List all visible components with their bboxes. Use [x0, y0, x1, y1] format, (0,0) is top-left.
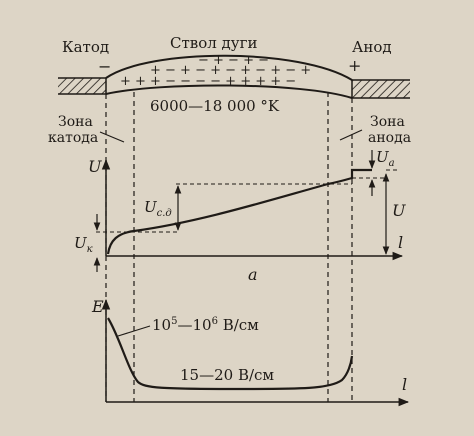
u-column-label: Uс.д — [144, 198, 172, 219]
graph-a-caption: а — [248, 265, 258, 284]
cathode-field-leader — [117, 325, 151, 337]
graph-a: U l Uк Uс.д Uа U а — [74, 148, 406, 284]
cathode-zone-label-1: Зона — [58, 114, 93, 130]
anode-sign: + — [348, 56, 361, 75]
arc-column-shape — [105, 54, 353, 99]
charges-row-1: − + − + − — [198, 53, 269, 68]
arc-column-label: Ствол дуги — [170, 34, 257, 52]
column-field-label: 15—20 В/см — [180, 366, 274, 384]
anode-zone-label-2: анода — [368, 130, 411, 146]
graph-a-y-label: U — [88, 157, 102, 176]
cathode-electrode — [58, 77, 107, 95]
charges-row-2: + − + − + − + − + − + — [150, 63, 311, 78]
u-anode-label: Uа — [376, 148, 395, 169]
cathode-zone-label-2: катода — [48, 130, 98, 146]
field-strength-curve — [107, 317, 354, 391]
temperature-label: 6000—18 000 °K — [150, 97, 280, 115]
cathode-label: Катод — [62, 38, 109, 56]
charges-row-3: + + + − − − − + + + + − — [120, 74, 296, 89]
graph-a-guides — [96, 169, 400, 233]
zone-boundaries — [105, 92, 353, 402]
anode-zone-label-1: Зона — [370, 114, 405, 130]
anode-label: Анод — [352, 38, 392, 56]
u-cathode-label: Uк — [74, 234, 93, 255]
cathode-field-label: 105—106 В/см — [152, 316, 259, 334]
u-total-label: U — [392, 201, 406, 220]
cathode-sign: − — [98, 57, 111, 76]
graph-a-x-label: l — [398, 233, 403, 252]
graph-b: E l 105—106 В/см 15—20 В/см — [91, 297, 410, 407]
cathode-zone-leader — [99, 131, 125, 143]
potential-curve — [106, 168, 372, 255]
graph-b-x-label: l — [402, 375, 407, 394]
graph-b-y-label: E — [91, 297, 104, 316]
anode-zone-leader — [339, 129, 363, 141]
anode-electrode — [351, 79, 410, 99]
